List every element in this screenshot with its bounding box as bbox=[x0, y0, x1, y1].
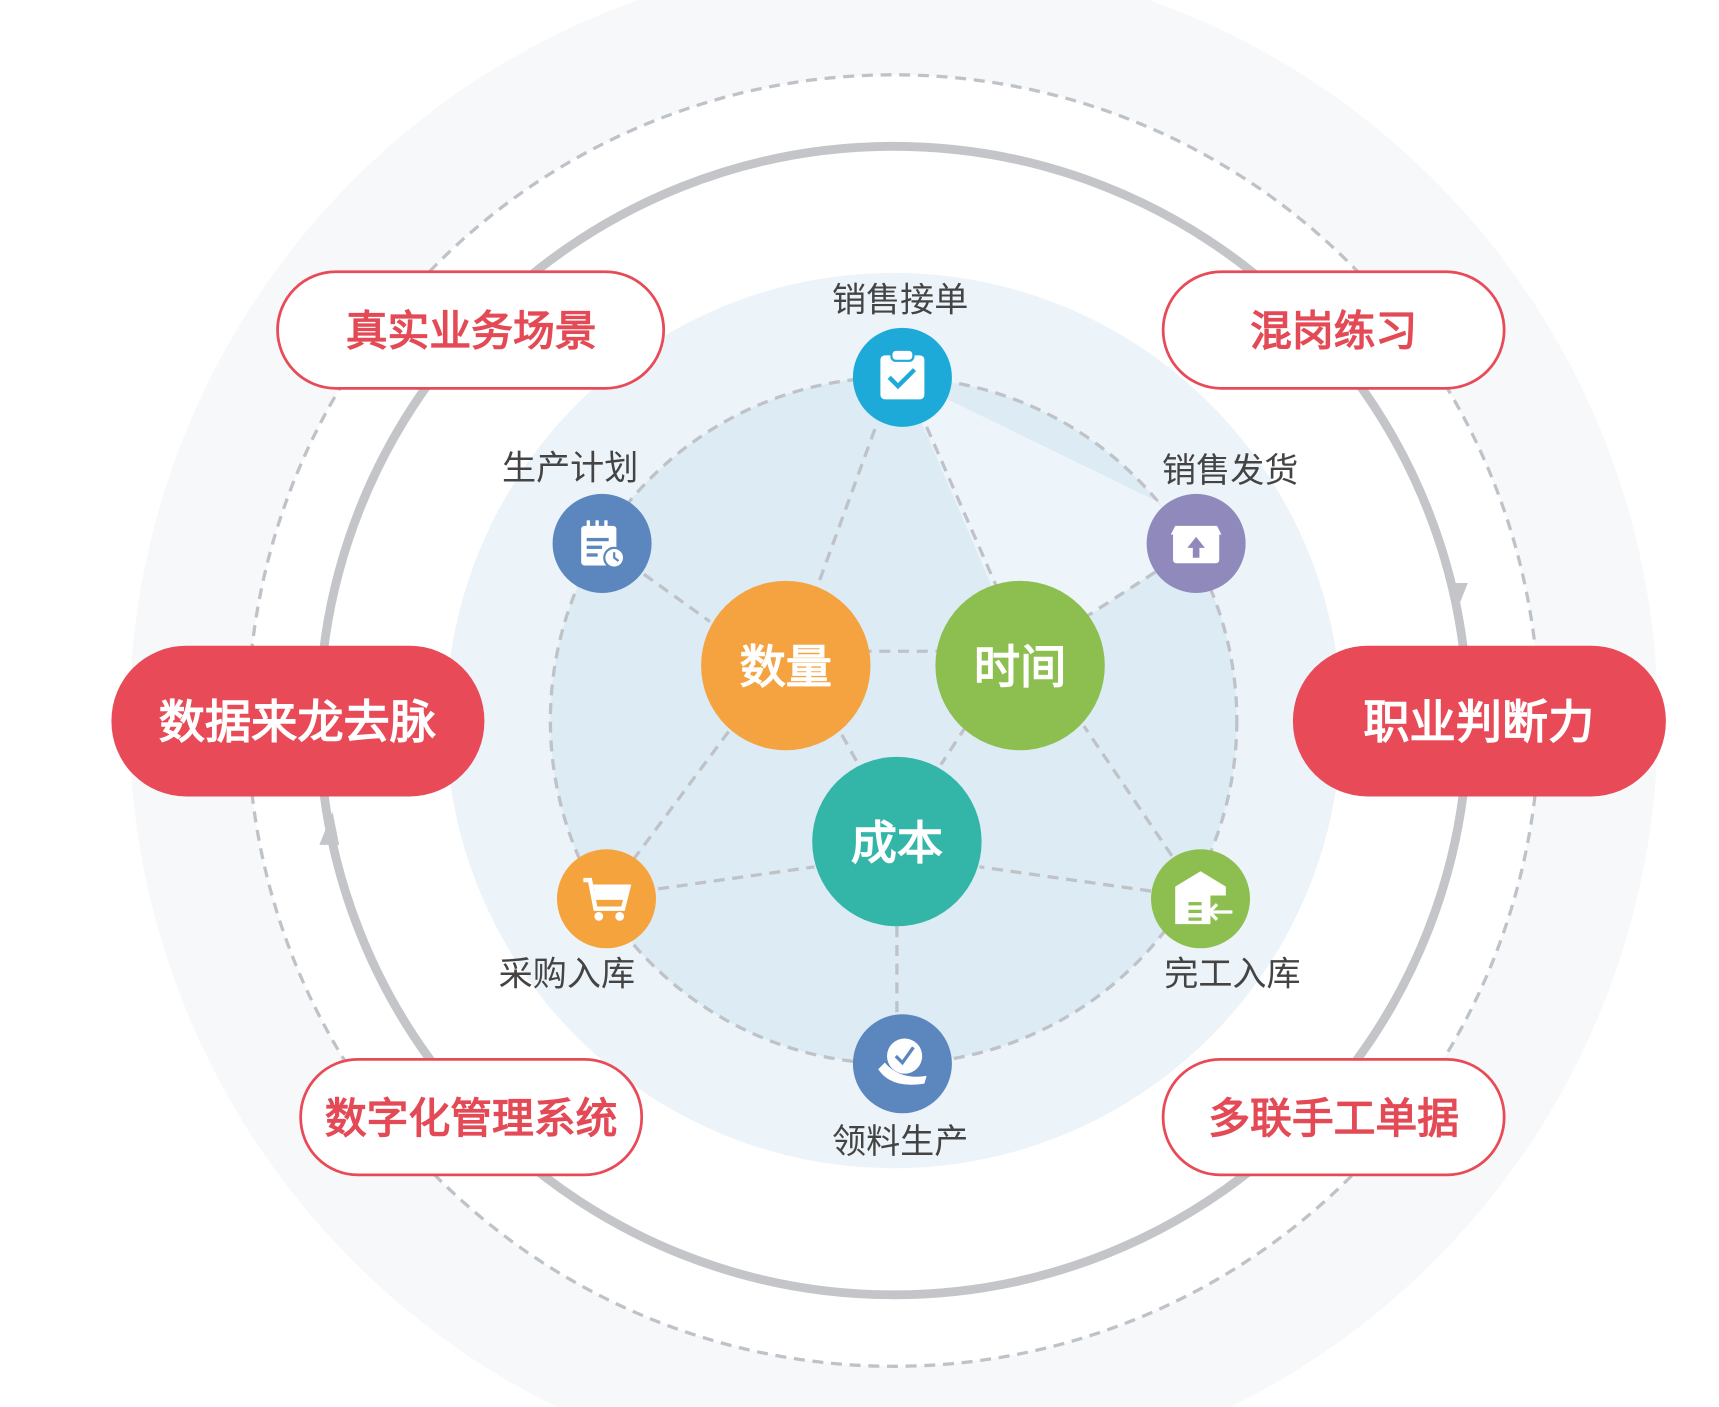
pill-label: 真实业务场景 bbox=[346, 306, 597, 355]
node-sales-delivery: 销售发货 bbox=[1146, 451, 1298, 593]
node-production-plan: 生产计划 bbox=[502, 449, 652, 593]
process-dashed-ring bbox=[548, 375, 1239, 1066]
connector-plan-quantity bbox=[642, 572, 711, 623]
node-material-issue: 领料生产 bbox=[832, 1014, 968, 1162]
connector-delivery-time bbox=[1086, 570, 1157, 618]
node-finished-storage: 完工入库 bbox=[1151, 849, 1301, 995]
core-label: 数量 bbox=[740, 640, 832, 694]
core-quantity: 数量 bbox=[701, 580, 871, 751]
node-label: 完工入库 bbox=[1164, 955, 1300, 995]
node-label: 采购入库 bbox=[499, 955, 635, 995]
connector-cost-quantity bbox=[840, 734, 860, 766]
connector-finished-cost bbox=[979, 865, 1152, 893]
node-purchase-storage: 采购入库 bbox=[499, 849, 656, 995]
pill-professional-judgment: 职业判断力 bbox=[1292, 645, 1666, 797]
calendar-clock-icon bbox=[581, 520, 626, 569]
connector-order-quantity bbox=[815, 428, 877, 590]
node-label: 生产计划 bbox=[502, 449, 638, 489]
pill-label: 数字化管理系统 bbox=[325, 1094, 618, 1143]
node-label: 销售接单 bbox=[832, 280, 968, 320]
connector-purchase-quantity bbox=[631, 730, 730, 862]
warehouse-in-icon bbox=[1175, 871, 1233, 925]
core-label: 成本 bbox=[851, 816, 943, 870]
arrow-down-icon bbox=[1448, 583, 1468, 617]
pill-label: 数据来龙去脉 bbox=[159, 695, 437, 749]
pill-real-scenario: 真实业务场景 bbox=[276, 270, 666, 390]
connector-cost-time bbox=[939, 725, 968, 766]
connector-purchase-cost bbox=[657, 865, 815, 891]
node-sales-order: 销售接单 bbox=[832, 280, 968, 427]
node-label: 销售发货 bbox=[1162, 451, 1298, 491]
arrow-up-icon bbox=[319, 811, 340, 845]
connector-finished-time bbox=[1082, 725, 1174, 857]
pill-label: 职业判断力 bbox=[1363, 695, 1594, 749]
pill-digital-system: 数字化管理系统 bbox=[299, 1058, 644, 1177]
cart-icon bbox=[583, 877, 632, 921]
node-label: 领料生产 bbox=[832, 1122, 968, 1162]
pill-label: 多联手工单据 bbox=[1208, 1094, 1459, 1143]
pill-mixed-roles: 混岗练习 bbox=[1161, 270, 1506, 390]
pill-label: 混岗练习 bbox=[1250, 306, 1417, 355]
clipboard-check-icon bbox=[880, 348, 925, 400]
highlight-wedge bbox=[902, 377, 1197, 661]
core-cost: 成本 bbox=[812, 756, 982, 927]
pill-manual-documents: 多联手工单据 bbox=[1161, 1058, 1506, 1177]
core-label: 时间 bbox=[974, 640, 1066, 694]
connector-order-time bbox=[925, 426, 998, 586]
core-time: 时间 bbox=[935, 580, 1105, 751]
box-upload-icon bbox=[1170, 525, 1222, 564]
hand-check-icon bbox=[878, 1038, 927, 1085]
pill-data-trace: 数据来龙去脉 bbox=[111, 645, 485, 797]
